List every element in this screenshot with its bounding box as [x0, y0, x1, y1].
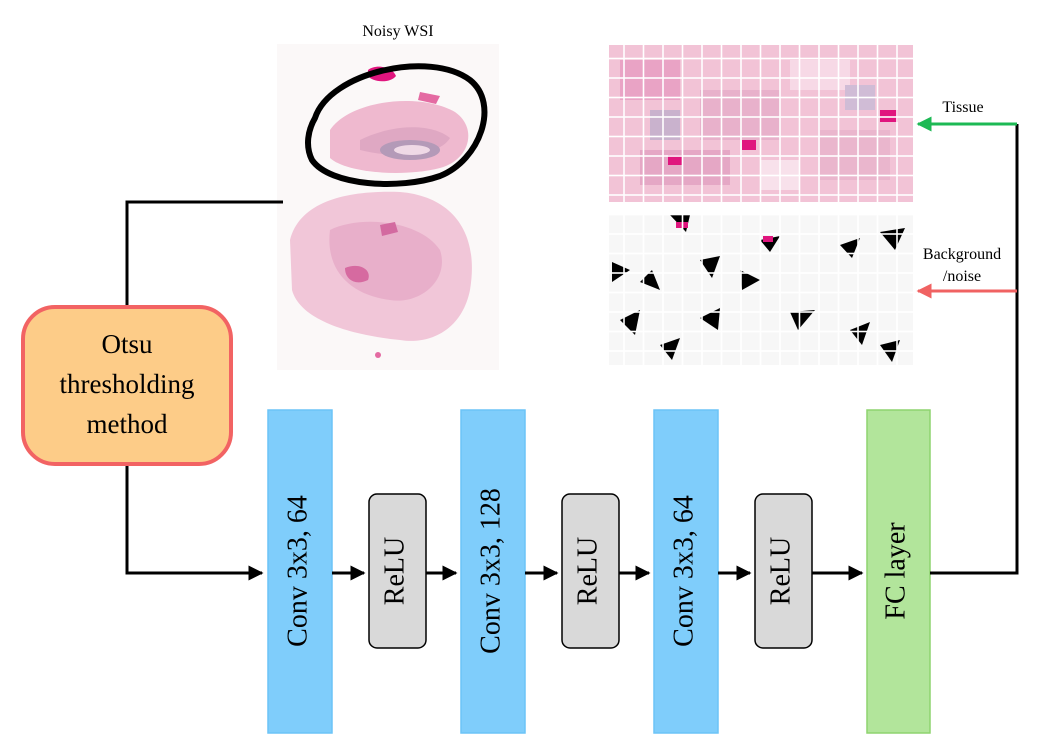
conv3-label: Conv 3x3, 64: [668, 495, 699, 647]
background-label-line-2: /noise: [943, 268, 981, 285]
relu1-label: ReLU: [379, 537, 410, 605]
fc-layer-block: FC layer: [866, 409, 931, 734]
tissue-label: Tissue: [942, 99, 983, 116]
background-label-line-1: Background: [923, 246, 1001, 263]
wsi-title: Noisy WSI: [362, 23, 433, 40]
fc-output-connector: [930, 124, 1019, 575]
conv3-block: Conv 3x3, 64: [653, 409, 719, 734]
relu2-label: ReLU: [572, 537, 603, 605]
noisy-wsi-image: [277, 44, 499, 370]
wsi-to-otsu-connector: [125, 200, 283, 306]
conv2-label: Conv 3x3, 128: [475, 488, 506, 654]
relu2-block: ReLU: [561, 493, 620, 649]
background-patch-grid: [609, 215, 913, 365]
otsu-line-3: method: [87, 409, 168, 439]
relu3-block: ReLU: [754, 493, 813, 649]
relu3-label: ReLU: [765, 537, 796, 605]
otsu-thresholding-box: Otsu thresholding method: [21, 305, 233, 466]
otsu-line-2: thresholding: [60, 369, 195, 399]
relu1-block: ReLU: [368, 493, 427, 649]
conv1-label: Conv 3x3, 64: [282, 495, 313, 647]
fc-layer-label: FC layer: [880, 522, 911, 620]
conv2-block: Conv 3x3, 128: [460, 409, 526, 734]
otsu-to-conv-arrow: [125, 465, 264, 581]
otsu-line-1: Otsu: [101, 329, 153, 359]
conv1-block: Conv 3x3, 64: [267, 409, 333, 734]
tissue-patch-grid: [609, 45, 913, 202]
